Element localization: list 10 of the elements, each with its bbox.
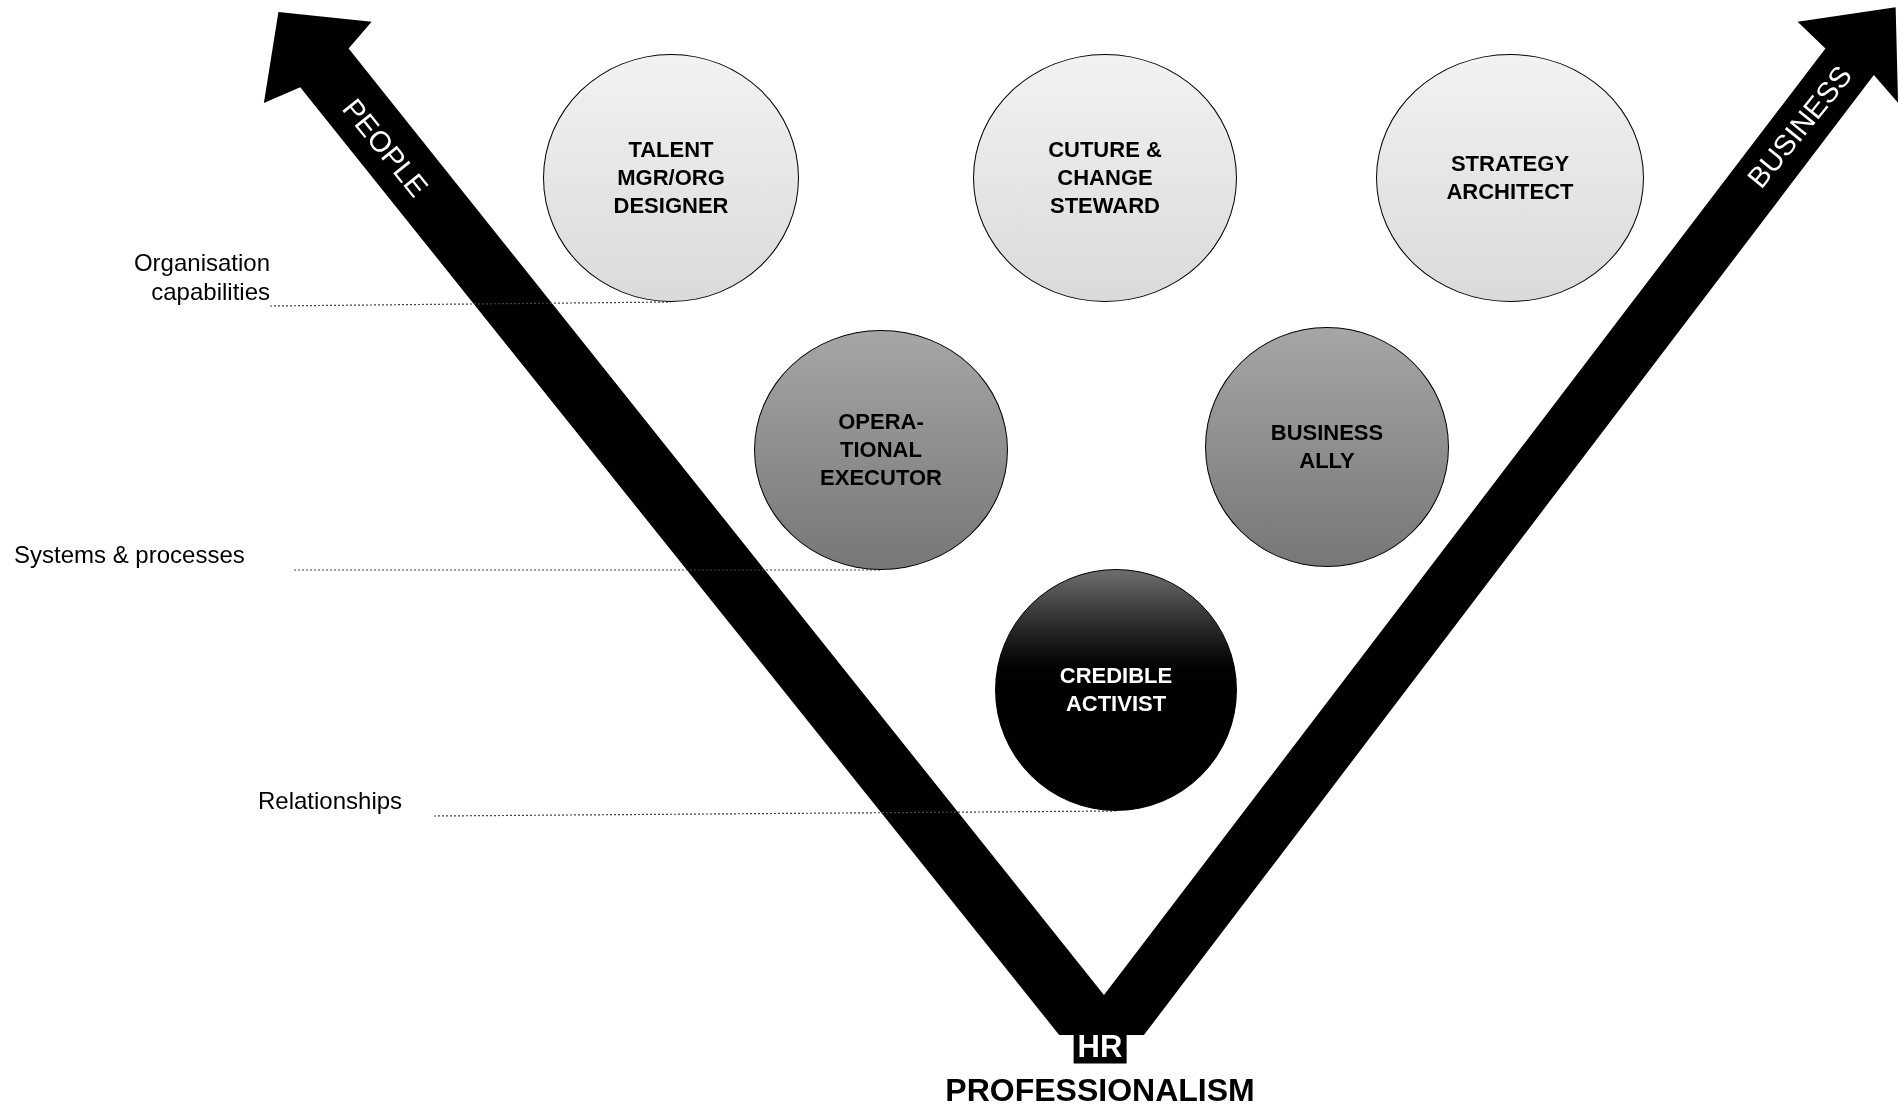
role-circle: CREDIBLE ACTIVIST <box>995 569 1237 811</box>
role-circle: OPERA- TIONAL EXECUTOR <box>754 330 1008 570</box>
level-label: Organisation capabilities <box>90 248 270 306</box>
level-label: Relationships <box>258 786 434 816</box>
role-circle: TALENT MGR/ORG DESIGNER <box>543 54 799 302</box>
role-circle: STRATEGY ARCHITECT <box>1376 54 1644 302</box>
axis-label: PROFESSIONALISM <box>945 1074 1255 1106</box>
level-label: Systems & processes <box>14 540 294 570</box>
role-circle: CUTURE & CHANGE STEWARD <box>973 54 1237 302</box>
role-circle: BUSINESS ALLY <box>1205 327 1449 567</box>
